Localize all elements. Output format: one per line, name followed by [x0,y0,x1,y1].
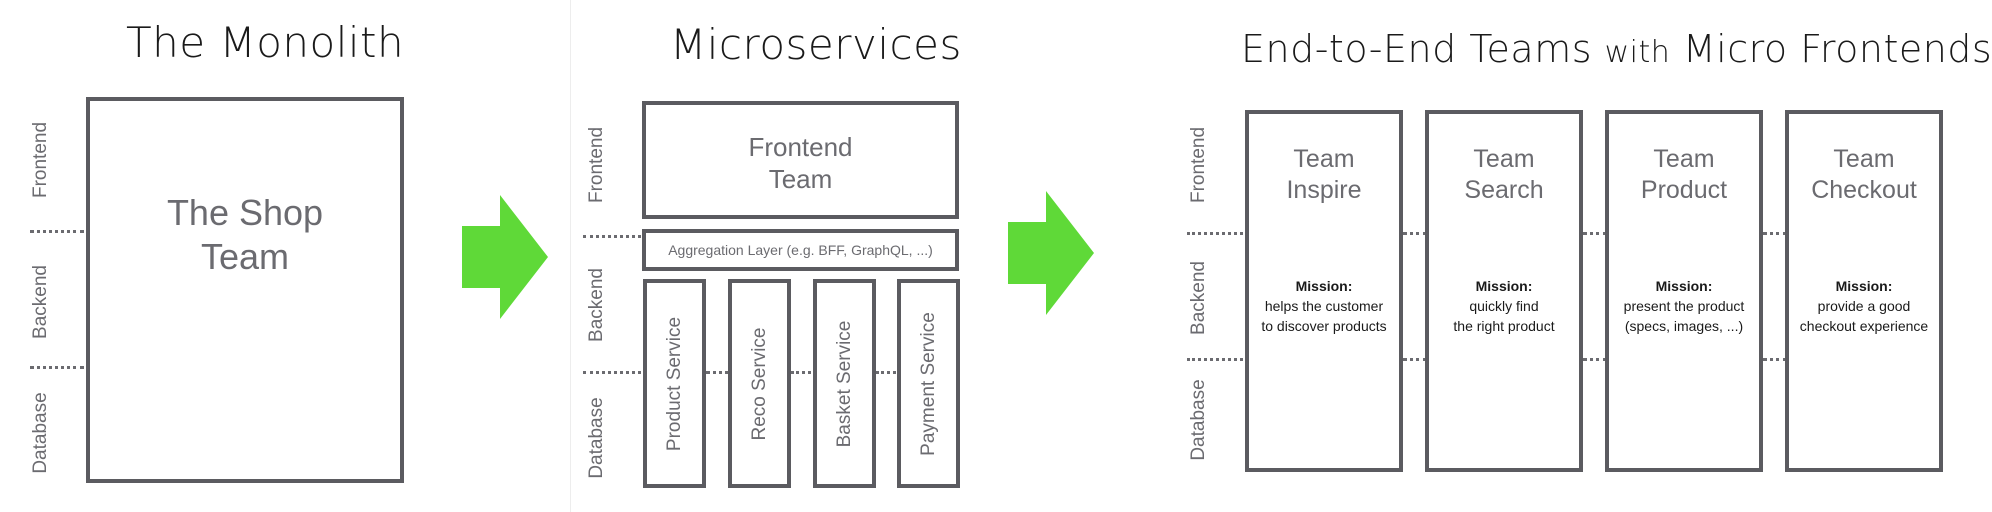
e2e-title-part1: End-to-End Teams [1241,27,1593,71]
panel-divider-1 [570,0,571,512]
monolith-box-label: The Shop Team [90,191,400,279]
product-service-box: Product Service [643,279,706,488]
team-search-name-line1: Team [1473,145,1535,173]
monolith-layer-frontend: Frontend [30,121,51,199]
team-checkout-name-line2: Checkout [1811,176,1917,204]
team-inspire-name-line1: Team [1293,145,1355,173]
team-search-mission-line2: the right product [1453,318,1555,334]
micro-frontend-team-label-line2: Team [768,164,833,194]
micro-separator-2 [583,371,641,374]
microservices-panel: Microservices Frontend Backend Database … [571,0,1191,512]
e2e-separator-2 [1187,358,1243,361]
team-checkout-mission: Mission: provide a good checkout experie… [1789,276,1939,336]
team-checkout-mission-line2: checkout experience [1799,318,1929,334]
team-inspire-mission-label: Mission: [1295,278,1353,294]
micro-separator-2-gap-3 [876,371,908,374]
e2e-panel: End-to-End Teams with Micro Frontends Fr… [1187,0,1992,512]
team-product-box: Team Product Mission: present the produc… [1605,110,1763,472]
micro-layer-backend: Backend [586,268,607,342]
micro-separator-1 [583,235,641,238]
team-product-mission-label: Mission: [1655,278,1713,294]
monolith-shop-team-box: The Shop Team [86,97,404,483]
team-search-mission: Mission: quickly find the right product [1429,276,1579,336]
aggregation-layer-label: Aggregation Layer (e.g. BFF, GraphQL, ..… [668,242,933,258]
team-product-mission-line1: present the product [1623,298,1745,314]
micro-separator-2-gap-2 [791,371,823,374]
team-product-name-line2: Product [1640,176,1728,204]
e2e-separator-1 [1187,232,1243,235]
team-search-name: Team Search [1429,144,1579,206]
e2e-separator-2-gap-3 [1763,358,1787,361]
monolith-layer-database: Database [30,392,51,474]
team-inspire-box: Team Inspire Mission: helps the customer… [1245,110,1403,472]
team-inspire-name-line2: Inspire [1286,176,1362,204]
payment-service-label: Payment Service [917,311,939,456]
team-inspire-mission-line2: to discover products [1261,318,1387,334]
team-checkout-name-line1: Team [1833,145,1895,173]
product-service-label: Product Service [663,316,685,451]
micro-frontend-team-label-line1: Frontend [748,132,853,162]
e2e-layer-frontend: Frontend [1188,126,1209,204]
team-product-name: Team Product [1609,144,1759,206]
arrow-icon [462,195,548,319]
micro-frontend-team-box: Frontend Team [642,101,959,219]
micro-frontend-team-label: Frontend Team [646,131,955,195]
aggregation-layer-box: Aggregation Layer (e.g. BFF, GraphQL, ..… [642,229,959,271]
team-search-name-line2: Search [1464,176,1544,204]
e2e-separator-2-gap-2 [1583,358,1607,361]
team-checkout-mission-label: Mission: [1835,278,1893,294]
basket-service-label: Basket Service [833,320,855,447]
team-inspire-mission-line1: helps the customer [1264,298,1384,314]
team-checkout-box: Team Checkout Mission: provide a good ch… [1785,110,1943,472]
team-product-mission-line2: (specs, images, ...) [1624,318,1744,334]
e2e-layer-backend: Backend [1188,261,1209,335]
team-checkout-name: Team Checkout [1789,144,1939,206]
e2e-separator-1-gap-3 [1763,232,1787,235]
e2e-separator-1-gap-2 [1583,232,1607,235]
reco-service-box: Reco Service [728,279,791,488]
monolith-panel: The Monolith Frontend Backend Database T… [0,0,570,512]
e2e-separator-1-gap-1 [1403,232,1427,235]
payment-service-box: Payment Service [897,279,960,488]
team-inspire-name: Team Inspire [1249,144,1399,206]
micro-layer-frontend: Frontend [586,126,607,204]
monolith-layer-backend: Backend [30,265,51,339]
monolith-separator-2 [30,366,84,369]
micro-layer-database: Database [586,397,607,479]
micro-separator-2-gap-1 [706,371,736,374]
e2e-title-part3: Micro Frontends [1682,27,1992,71]
e2e-title: End-to-End Teams with Micro Frontends [1241,27,1992,71]
team-product-mission: Mission: present the product (specs, ima… [1609,276,1759,336]
team-product-name-line1: Team [1653,145,1715,173]
basket-service-box: Basket Service [813,279,876,488]
arrow-icon [1008,191,1094,315]
monolith-title: The Monolith [126,18,405,67]
monolith-box-label-line1: The Shop [166,192,324,233]
monolith-separator-1 [30,230,84,233]
monolith-box-label-line2: Team [200,236,290,277]
reco-service-label: Reco Service [748,327,770,440]
team-inspire-mission: Mission: helps the customer to discover … [1249,276,1399,336]
team-search-box: Team Search Mission: quickly find the ri… [1425,110,1583,472]
e2e-title-part2: with [1604,35,1671,70]
team-search-mission-label: Mission: [1475,278,1533,294]
team-search-mission-line1: quickly find [1469,298,1539,314]
team-checkout-mission-line1: provide a good [1817,298,1911,314]
e2e-layer-database: Database [1188,379,1209,461]
e2e-separator-2-gap-1 [1403,358,1427,361]
microservices-title: Microservices [670,20,962,69]
